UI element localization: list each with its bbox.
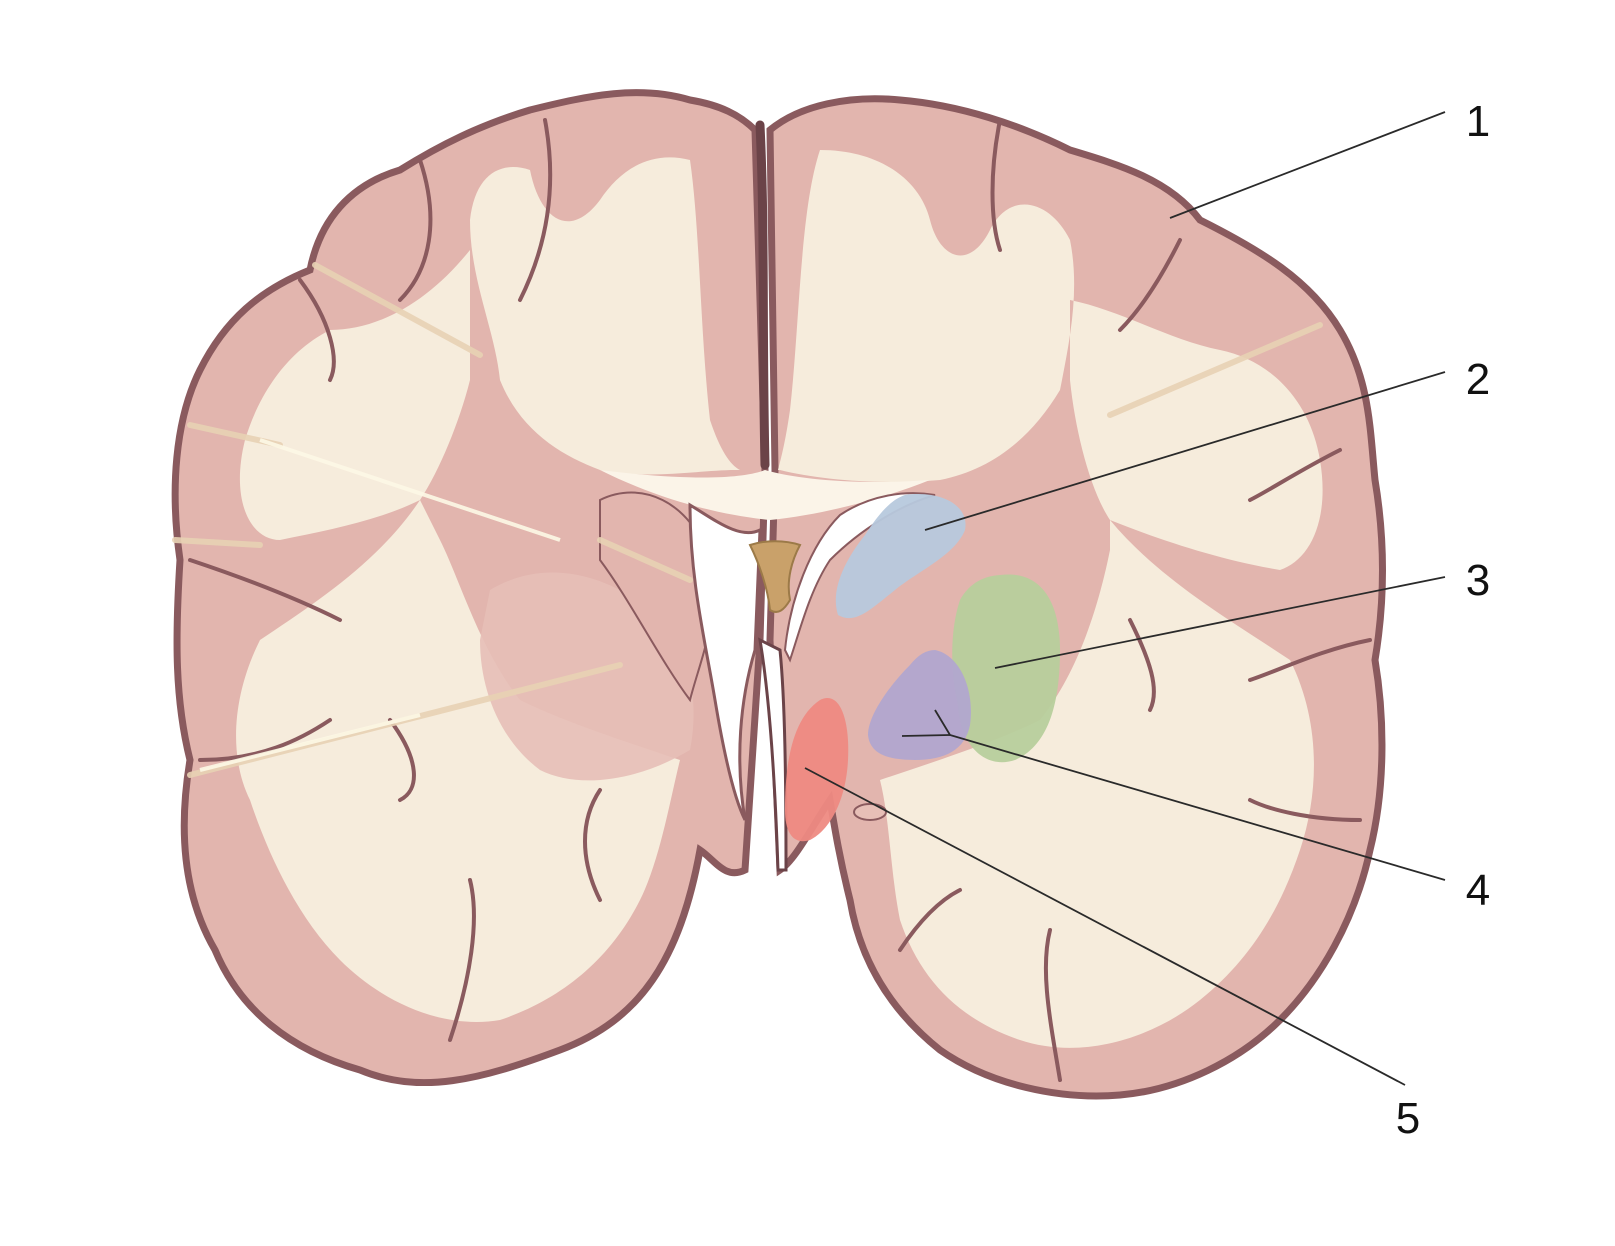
- region-3-green: [952, 574, 1060, 763]
- region-5-red: [785, 698, 849, 842]
- fornix: [748, 540, 802, 613]
- sulcus-left-6: [388, 718, 416, 802]
- leader-lines: [804, 111, 1446, 1086]
- sulcus-right-6: [1248, 798, 1362, 822]
- left-white-matter: [236, 157, 741, 1022]
- sulcus-left-1: [518, 118, 553, 302]
- region-4-purple: [868, 650, 971, 760]
- fiber-left-4: [597, 537, 693, 583]
- right-hemisphere: [766, 95, 1386, 1100]
- sulcus-right-2: [1118, 238, 1182, 332]
- callout-label-4: 4: [1466, 866, 1490, 915]
- sulcus-right-3: [1248, 448, 1342, 502]
- fiber-left-1: [312, 262, 483, 358]
- right-white-matter: [778, 150, 1323, 1048]
- sulcus-right-1: [990, 118, 1002, 252]
- leader-line-3: [994, 576, 1446, 669]
- region-2-blue: [835, 494, 966, 619]
- fiber-highlights: [199, 438, 561, 772]
- lateral-ventricle-right: [783, 492, 936, 663]
- left-hemisphere: [171, 89, 769, 1087]
- sulcus-right-8: [898, 888, 962, 952]
- sulcus-right-4: [1248, 638, 1372, 682]
- leader-line-4-tip: [901, 734, 951, 737]
- leader-line-5: [804, 767, 1406, 1086]
- sulci: [188, 118, 1372, 1082]
- sulcus-left-7: [448, 878, 476, 1042]
- sulcus-left-8: [583, 788, 602, 902]
- callout-label-3: 3: [1466, 556, 1490, 605]
- sulcus-right-5: [1128, 618, 1156, 712]
- sulcus-left-2: [398, 158, 433, 302]
- longitudinal-fissure: [755, 120, 770, 470]
- sulcus-left-4: [188, 558, 342, 622]
- mammillary-area: [853, 803, 887, 821]
- callout-label-1: 1: [1466, 97, 1490, 146]
- callout-labels: 1 2 3 4 5: [1396, 97, 1490, 1143]
- sulcus-left-5: [198, 718, 332, 762]
- sulcus-right-7: [1043, 928, 1062, 1082]
- fiber-highlight-2: [259, 438, 561, 542]
- callout-label-5: 5: [1396, 1094, 1420, 1143]
- sulcus-left-3: [298, 278, 336, 382]
- corpus-callosum: [600, 470, 930, 520]
- third-ventricle: [758, 637, 788, 872]
- leader-line-2: [924, 371, 1446, 531]
- callout-label-2: 2: [1466, 355, 1490, 404]
- lateral-ventricle-left: [688, 502, 762, 821]
- fiber-highlight-1: [199, 713, 421, 772]
- leader-line-1: [1169, 111, 1446, 219]
- fiber-left-3: [172, 537, 263, 548]
- fiber-right-1: [1107, 322, 1323, 418]
